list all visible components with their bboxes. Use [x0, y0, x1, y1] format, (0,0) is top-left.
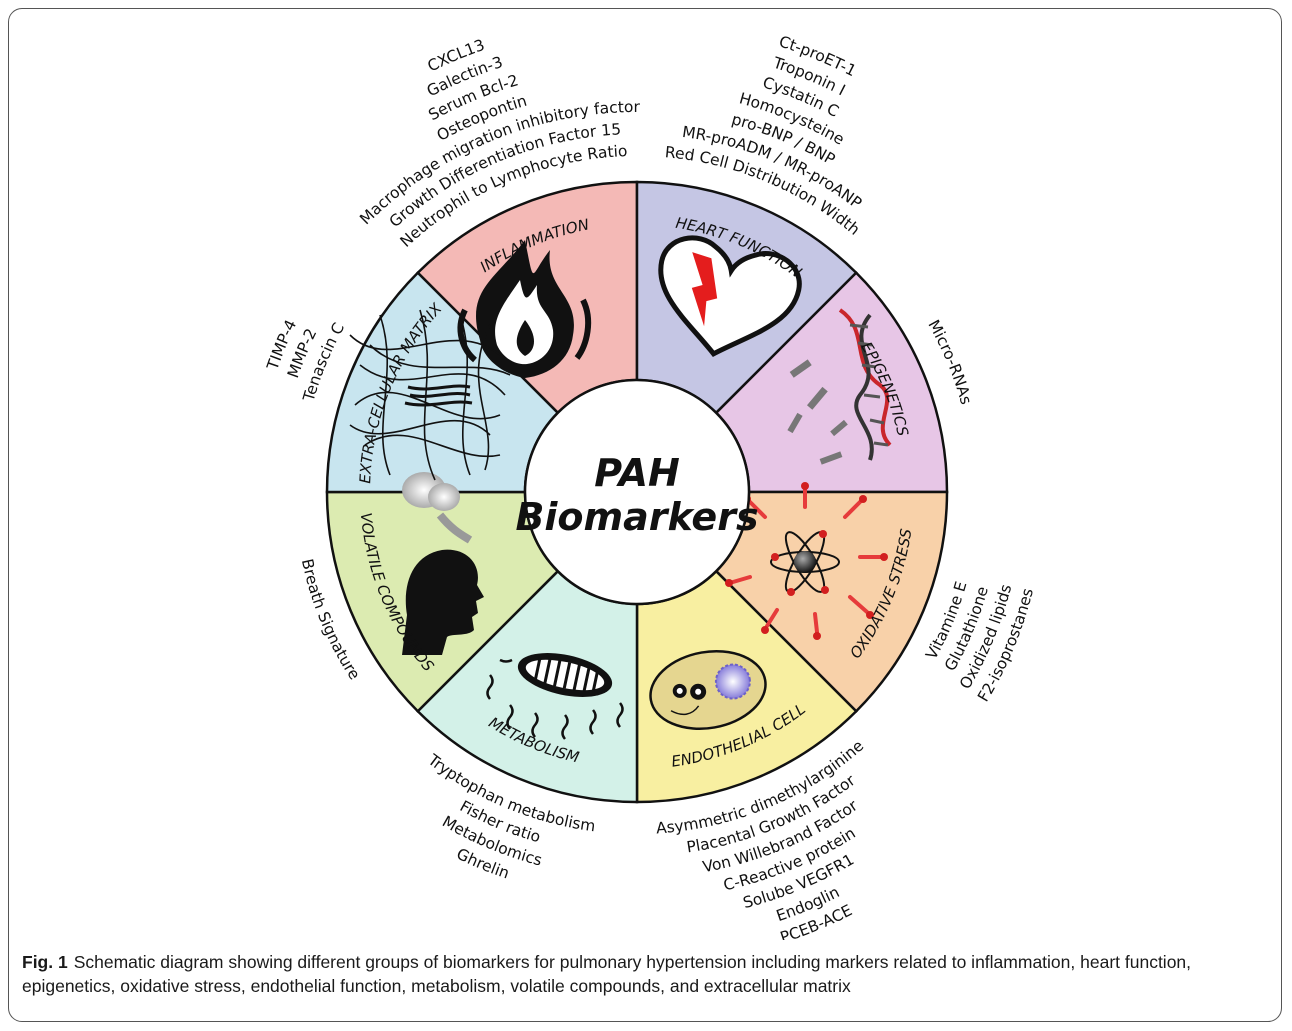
atom-icon	[725, 482, 888, 640]
center-circle	[523, 378, 751, 606]
fibers-icon	[349, 309, 511, 481]
fire-icon	[457, 240, 592, 378]
cell-icon	[649, 649, 767, 731]
broken-heart-icon	[658, 235, 802, 357]
center-title-line1: PAH	[594, 451, 680, 495]
center-title-line2: Biomarkers	[515, 495, 758, 539]
mitochondria-icon	[486, 653, 624, 740]
breath-icon	[402, 472, 484, 655]
caption-text: Schematic diagram showing different grou…	[22, 952, 1192, 996]
icon-group	[349, 235, 892, 740]
caption-label: Fig. 1	[22, 952, 68, 972]
dna-icon	[787, 308, 892, 465]
